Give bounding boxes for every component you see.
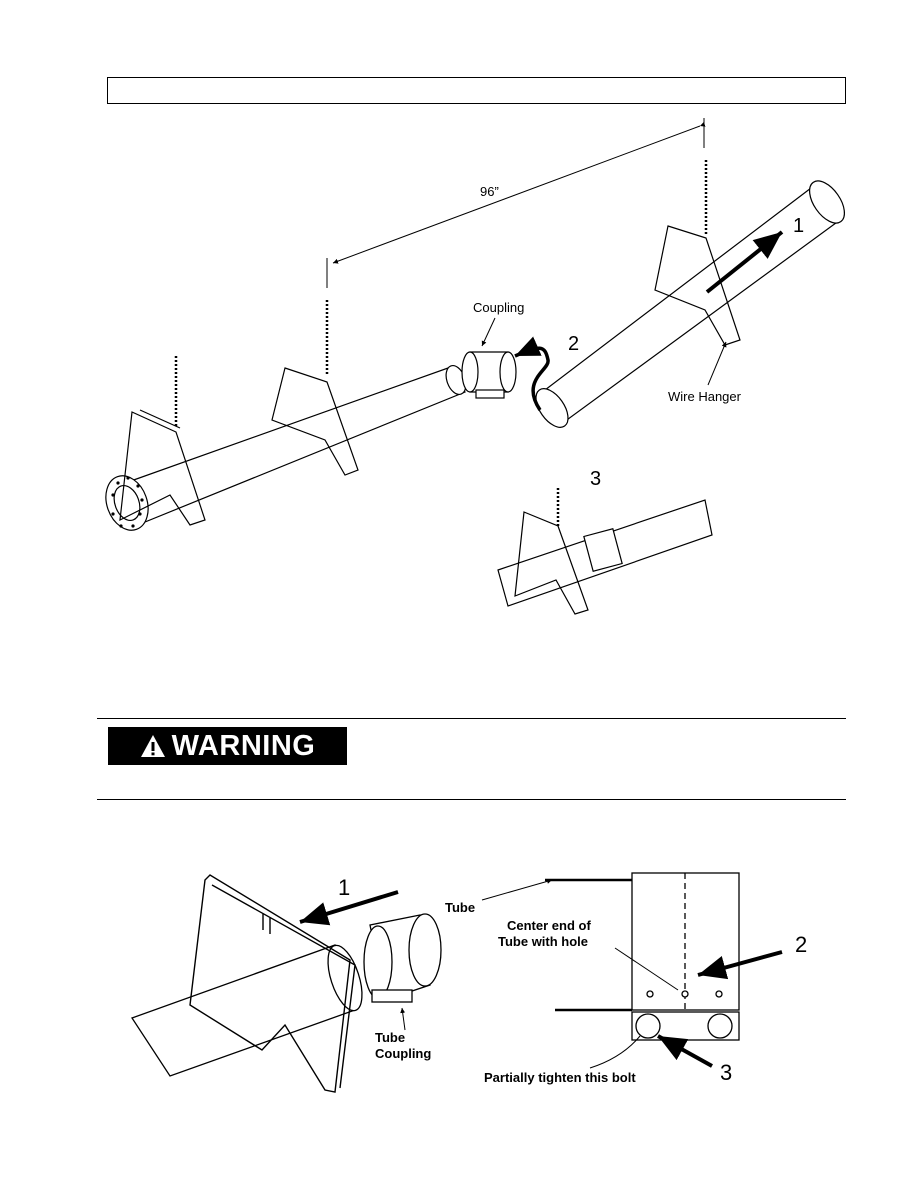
coupling-section (631, 1011, 740, 1041)
warning-badge: WARNING (108, 727, 347, 765)
direction-arrow-3b (657, 1034, 713, 1068)
step-label-2b: 2 (795, 932, 807, 957)
tube-coupling-label-line1: Tube (375, 1030, 405, 1045)
detail-3-tube (497, 499, 713, 607)
dimension-label: 96” (480, 184, 499, 199)
warning-top-rule (97, 718, 846, 719)
tube-section (631, 872, 740, 1011)
wire-hanger-label: Wire Hanger (668, 389, 742, 404)
wire-hanger-left (119, 356, 206, 526)
tube-hanging-diagram: 96” Coupling 1 (105, 118, 846, 615)
warning-label: WARNING (171, 729, 316, 762)
tube-coupling-closeup (363, 913, 442, 1003)
flange-bolts (111, 476, 144, 528)
tube-label: Tube (445, 900, 475, 915)
tube-alignment-diagram: Tube Center end of Tube with hole 2 3 Pa… (445, 872, 807, 1085)
coupling-install-diagram: 1 Tube Coupling (131, 874, 442, 1093)
warning-bottom-rule (97, 799, 846, 800)
detail-3-hanger (514, 488, 589, 615)
direction-arrow-1b (299, 890, 399, 926)
step-label-3: 3 (590, 468, 601, 490)
direction-arrow-2 (514, 336, 550, 411)
center-label-line1: Center end of (507, 918, 591, 933)
coupling (461, 351, 517, 399)
dimension-line (326, 118, 706, 288)
wire-hanger-closeup (189, 874, 356, 1093)
direction-arrow-2b (697, 950, 783, 980)
step-label-1: 1 (793, 215, 804, 237)
tighten-bolt-label: Partially tighten this bolt (484, 1070, 636, 1085)
wire-hanger-middle (271, 300, 359, 476)
step-label-1b: 1 (338, 875, 350, 900)
tube-end (131, 944, 363, 1077)
center-label-line2: Tube with hole (498, 934, 588, 949)
step-label-2: 2 (568, 333, 579, 355)
tube-coupling-label-line2: Coupling (375, 1046, 431, 1061)
left-tube (105, 364, 467, 531)
direction-arrow-1 (705, 230, 784, 294)
section-header-box (107, 77, 846, 104)
warning-triangle-icon (140, 735, 165, 757)
coupling-label: Coupling (473, 300, 524, 315)
step-label-3b: 3 (720, 1060, 732, 1085)
